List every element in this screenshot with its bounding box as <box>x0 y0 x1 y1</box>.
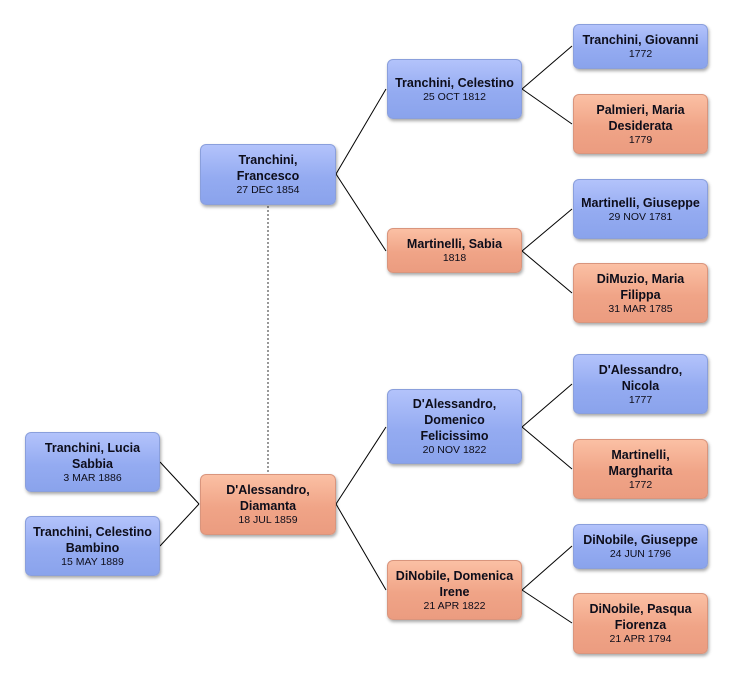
person-name: DiMuzio, Maria Filippa <box>596 271 685 302</box>
connector-domenica-mother <box>521 589 573 624</box>
person-card-francesco[interactable]: Tranchini, Francesco 27 DEC 1854 <box>200 144 336 205</box>
person-card-maria-desiderata[interactable]: Palmieri, Maria Desiderata 1779 <box>573 94 708 154</box>
person-date: 21 APR 1794 <box>609 633 672 645</box>
person-date: 20 NOV 1822 <box>422 444 487 456</box>
person-date: 29 NOV 1781 <box>608 210 673 223</box>
person-name: Martinelli, Sabia <box>406 237 503 251</box>
person-name: Martinelli, Giuseppe <box>581 195 700 210</box>
connector-domenica-father <box>521 545 573 591</box>
connector-sabia-father <box>521 208 573 252</box>
person-date: 21 APR 1822 <box>423 599 486 612</box>
person-card-domenica[interactable]: DiNobile, Domenica Irene 21 APR 1822 <box>387 560 522 620</box>
person-date: 24 JUN 1796 <box>609 548 672 560</box>
person-card-sabia[interactable]: Martinelli, Sabia 1818 <box>387 228 522 273</box>
connector-diamanta-father <box>335 426 387 505</box>
connector-francesco-father <box>335 88 387 175</box>
person-card-giuseppe-martinelli[interactable]: Martinelli, Giuseppe 29 NOV 1781 <box>573 179 708 239</box>
person-name: DiNobile, Giuseppe <box>583 533 698 547</box>
person-card-giovanni[interactable]: Tranchini, Giovanni 1772 <box>573 24 708 69</box>
person-date: 27 DEC 1854 <box>236 184 300 196</box>
person-name: Tranchini, Celestino <box>395 75 514 90</box>
person-date: 18 JUL 1859 <box>238 514 298 526</box>
connector-domenico-mother <box>521 426 573 470</box>
person-name: D'Alessandro, Diamanta <box>226 483 310 513</box>
person-date: 15 MAY 1889 <box>61 555 124 568</box>
person-card-diamanta[interactable]: D'Alessandro, Diamanta 18 JUL 1859 <box>200 474 336 535</box>
connector-sabia-mother <box>521 250 573 294</box>
person-name: DiNobile, Domenica Irene <box>395 568 514 599</box>
person-name: Tranchini, Francesco <box>236 153 300 183</box>
person-name: Palmieri, Maria Desiderata <box>596 102 685 133</box>
person-name: D'Alessandro, Nicola <box>598 362 683 393</box>
person-date: 1772 <box>628 478 653 491</box>
person-card-lucia[interactable]: Tranchini, Lucia Sabbia 3 MAR 1886 <box>25 432 160 492</box>
person-date: 3 MAR 1886 <box>63 471 122 484</box>
person-card-celestino-bambino[interactable]: Tranchini, Celestino Bambino 15 MAY 1889 <box>25 516 160 576</box>
person-date: 1777 <box>628 393 653 406</box>
connector-celestino-father <box>521 45 573 90</box>
connector-celestino-bambino <box>159 503 200 547</box>
connector-lucia <box>159 461 200 505</box>
person-date: 25 OCT 1812 <box>423 90 486 103</box>
person-date: 31 MAR 1785 <box>608 302 673 315</box>
connector-celestino-mother <box>521 88 573 125</box>
person-card-maria-filippa[interactable]: DiMuzio, Maria Filippa 31 MAR 1785 <box>573 263 708 323</box>
person-date: 1772 <box>628 48 653 60</box>
person-name: Martinelli, Margharita <box>608 447 673 478</box>
person-name: Tranchini, Giovanni <box>582 33 699 47</box>
connector-francesco-mother <box>335 173 387 252</box>
person-card-celestino[interactable]: Tranchini, Celestino 25 OCT 1812 <box>387 59 522 119</box>
person-name: D'Alessandro, Domenico Felicissimo <box>412 397 497 443</box>
person-name: Tranchini, Celestino Bambino <box>33 524 152 555</box>
person-date: 1779 <box>628 133 653 146</box>
person-card-margharita[interactable]: Martinelli, Margharita 1772 <box>573 439 708 499</box>
person-card-pasqua[interactable]: DiNobile, Pasqua Fiorenza 21 APR 1794 <box>573 593 708 654</box>
person-card-nicola[interactable]: D'Alessandro, Nicola 1777 <box>573 354 708 414</box>
person-card-giuseppe-dinobile[interactable]: DiNobile, Giuseppe 24 JUN 1796 <box>573 524 708 569</box>
connector-domenico-father <box>521 383 573 428</box>
connector-diamanta-mother <box>335 503 387 591</box>
person-card-domenico[interactable]: D'Alessandro, Domenico Felicissimo 20 NO… <box>387 389 522 464</box>
person-name: Tranchini, Lucia Sabbia <box>44 440 141 471</box>
person-name: DiNobile, Pasqua Fiorenza <box>589 602 692 632</box>
person-date: 1818 <box>442 252 467 264</box>
